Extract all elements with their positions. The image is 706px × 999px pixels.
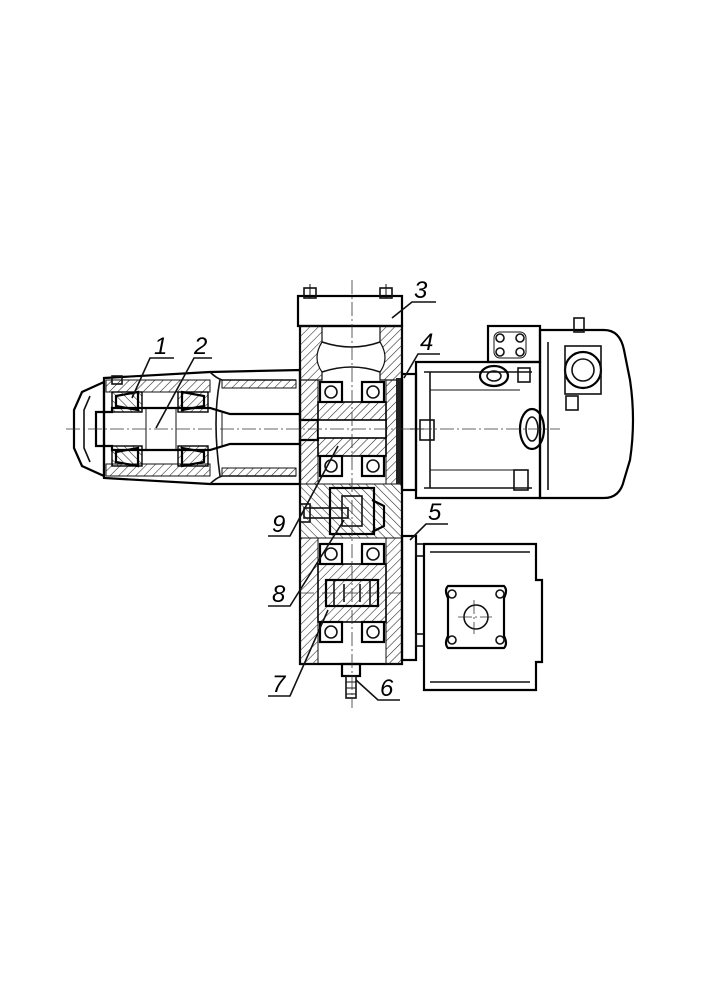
callout-2: 2 [193,333,207,360]
input-housing [72,368,302,486]
callout-7: 7 [272,671,287,698]
intermediate-gear [299,483,403,539]
callout-1: 1 [154,333,167,360]
callout-4: 4 [420,329,433,356]
drain-plug [340,662,362,699]
callout-8: 8 [272,581,286,608]
callout-leaders [131,301,448,701]
pump-compensator [486,317,585,364]
callout-3: 3 [414,277,428,304]
centre-lines [66,280,560,708]
lower-pump [400,534,544,692]
callout-5: 5 [428,499,442,526]
callout-6: 6 [380,675,394,702]
callout-9: 9 [272,511,285,538]
upper-pump [400,317,635,500]
